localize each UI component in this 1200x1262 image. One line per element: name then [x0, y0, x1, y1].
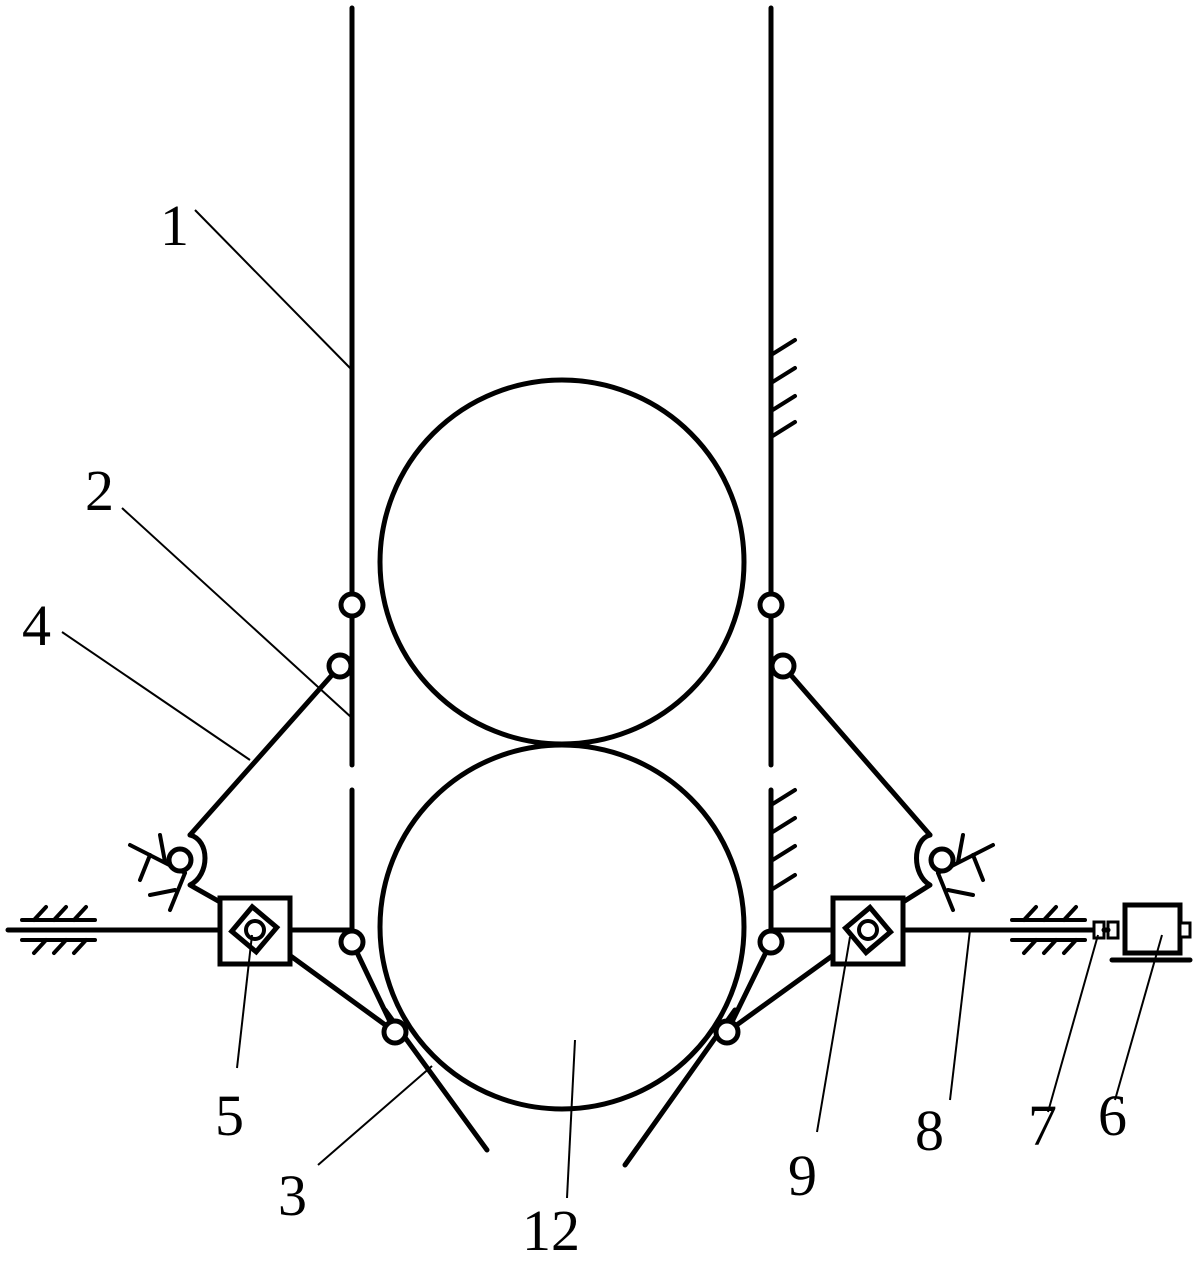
label-1: 1	[160, 193, 189, 258]
leader-line-4	[61, 631, 251, 761]
leader-line-6	[1114, 934, 1163, 1101]
right-lever-arm	[900, 832, 933, 905]
leader-line-9	[816, 936, 851, 1133]
label-5: 5	[215, 1083, 244, 1148]
leader-line-1	[194, 209, 353, 371]
leader-line-3	[317, 1065, 433, 1166]
motor	[1109, 902, 1193, 963]
right-hinge-pin-1	[757, 591, 785, 619]
label-9: 9	[788, 1143, 817, 1208]
label-8: 8	[915, 1098, 944, 1163]
label-4: 4	[22, 593, 51, 658]
leader-line-7	[1047, 934, 1099, 1113]
label-2: 2	[85, 458, 114, 523]
label-12: 12	[522, 1198, 580, 1257]
right-link-upper	[780, 663, 933, 838]
left-link-upper	[187, 663, 343, 838]
leader-line-8	[949, 929, 971, 1101]
label-6: 6	[1098, 1083, 1127, 1148]
right-hinge-pin-4	[757, 928, 785, 956]
left-hinge-pin-1	[338, 591, 366, 619]
right-fixed-support-upper	[769, 338, 797, 439]
left-bearing-support	[20, 905, 97, 955]
right-fixed-support-lower	[769, 788, 797, 892]
leader-line-5	[236, 934, 253, 1069]
left-lever-arm	[187, 832, 223, 905]
label-7: 7	[1028, 1093, 1057, 1158]
left-slider	[217, 895, 293, 967]
label-3: 3	[278, 1163, 307, 1228]
left-hinge-pin-4	[338, 928, 366, 956]
right-hinge-pin-5	[713, 1018, 741, 1046]
right-bearing-support	[1010, 905, 1087, 955]
left-hinge-pin-2	[326, 652, 354, 680]
right-hinge-pin-2	[769, 652, 797, 680]
coupling	[1092, 920, 1120, 940]
leader-line-2	[121, 507, 353, 719]
lower-roll	[377, 742, 747, 1112]
right-slider	[830, 895, 906, 967]
left-hinge-pin-5	[381, 1018, 409, 1046]
right-link-to-scraper	[724, 939, 774, 1035]
left-hinge-pin-3	[166, 846, 194, 874]
leader-line-12	[566, 1039, 576, 1199]
right-hinge-pin-3	[928, 846, 956, 874]
